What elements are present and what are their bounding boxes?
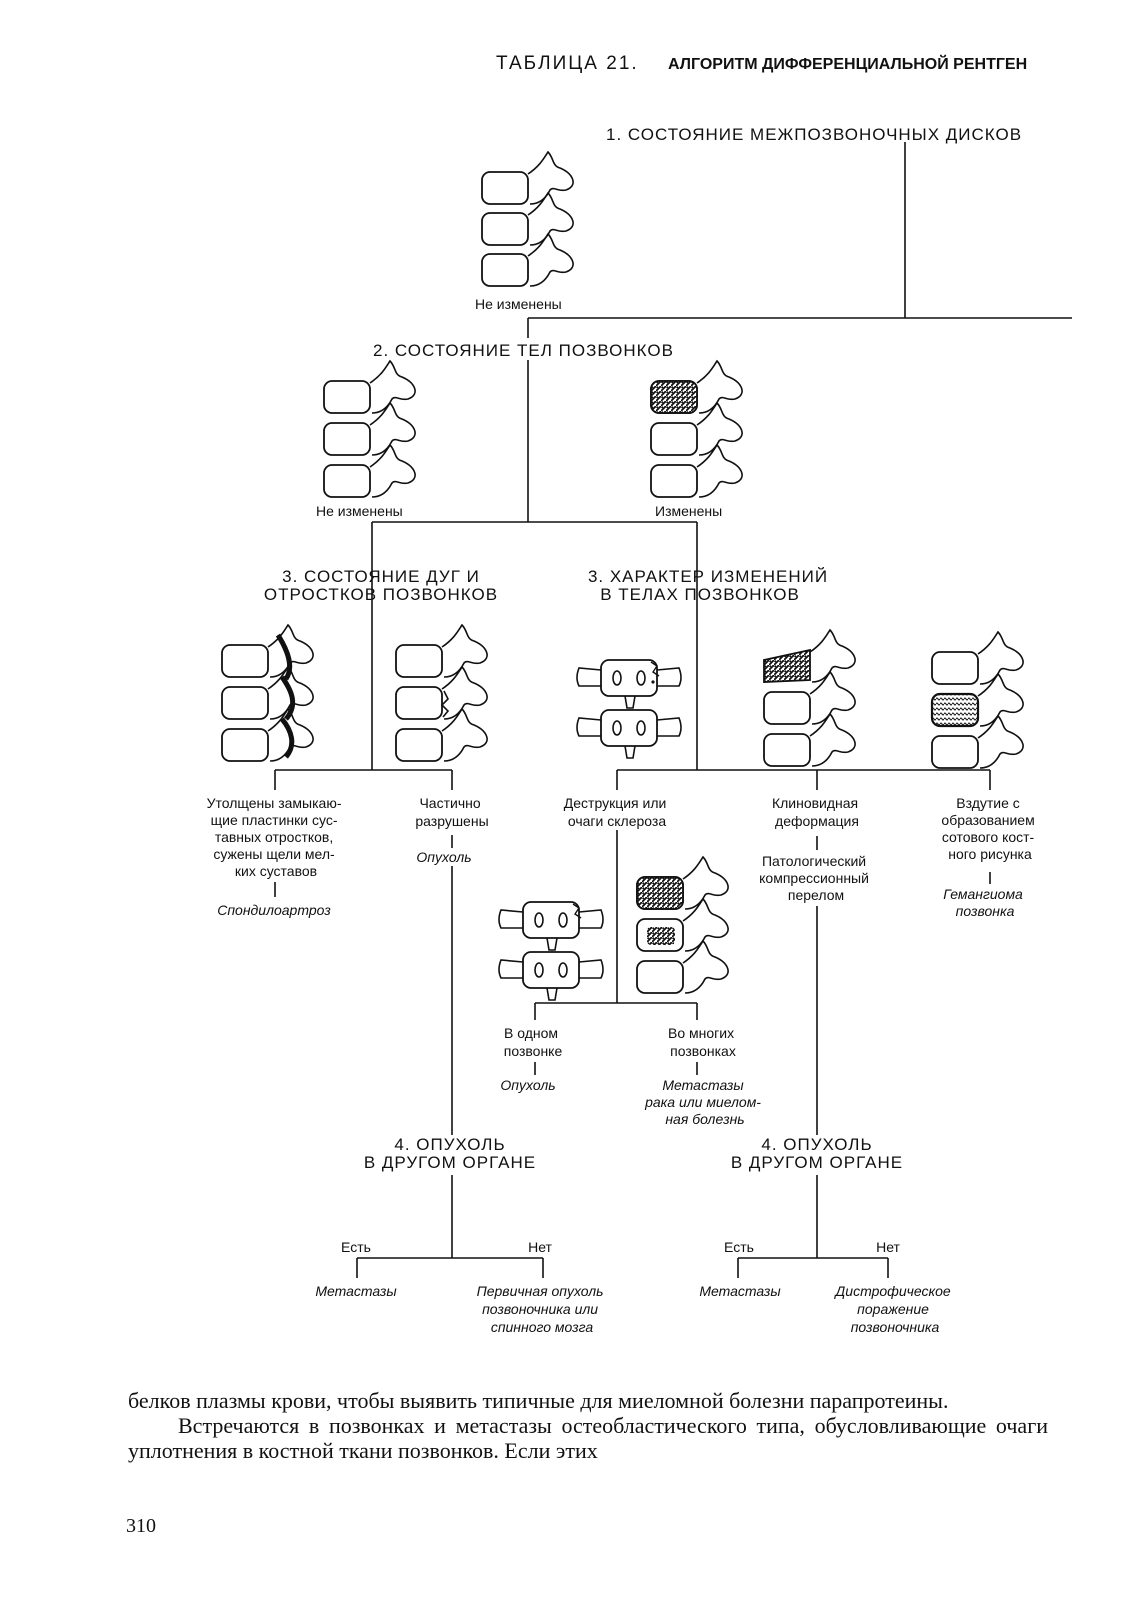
compression-fracture-text: Патологический компрессионный перелом bbox=[759, 853, 873, 903]
q3b-line2: В ТЕЛАХ ПОЗВОНКОВ bbox=[600, 585, 800, 604]
spine-bodies-changed bbox=[650, 360, 744, 498]
single-vertebra-text: В одном позвонке bbox=[504, 1025, 563, 1059]
spine-multiple-vertebrae-lesions bbox=[636, 856, 730, 994]
left-metastases-result: Метастазы bbox=[315, 1283, 397, 1299]
spine-hemangioma bbox=[930, 631, 1025, 769]
table-title: АЛГОРИТМ ДИФФЕРЕНЦИАЛЬНОЙ РЕНТГЕН bbox=[668, 54, 1027, 73]
spine-wedge-deformation bbox=[763, 628, 857, 767]
q3a-line1: 3. СОСТОЯНИЕ ДУГ И bbox=[282, 567, 480, 586]
q3b-line1: 3. ХАРАКТЕР ИЗМЕНЕНИЙ bbox=[588, 567, 828, 586]
q4-left-line1: 4. ОПУХОЛЬ bbox=[394, 1135, 505, 1154]
thickened-plates-text: Утолщены замыкаю- щие пластинки сус- тав… bbox=[207, 795, 346, 879]
page-number: 310 bbox=[126, 1515, 156, 1537]
right-metastases-result: Метастазы bbox=[699, 1283, 781, 1299]
q1-unchanged-label: Не изменены bbox=[475, 296, 562, 312]
hemangioma-result: Гемангиома позвонка bbox=[943, 886, 1026, 919]
spine-bodies-unchanged bbox=[323, 360, 417, 498]
q2-changed-label: Изменены bbox=[655, 503, 722, 519]
spine-thickened-plates bbox=[221, 624, 315, 762]
q2-unchanged-label: Не изменены bbox=[316, 503, 403, 519]
spine-partially-destroyed bbox=[395, 624, 489, 762]
swelling-text: Вздутие с образованием сотового кост- но… bbox=[941, 795, 1038, 862]
partial-tumor-result: Опухоль bbox=[416, 849, 471, 865]
q3a-line2: ОТРОСТКОВ ПОЗВОНКОВ bbox=[264, 585, 498, 604]
spine-destruction-front bbox=[576, 659, 682, 759]
q2-label: 2. СОСТОЯНИЕ ТЕЛ ПОЗВОНКОВ bbox=[373, 341, 674, 360]
node-labels: 1. СОСТОЯНИЕ МЕЖПОЗВОНОЧНЫХ ДИСКОВ Не из… bbox=[207, 125, 1038, 1335]
destruction-text: Деструкция или очаги склероза bbox=[564, 795, 670, 829]
spine-normal-top bbox=[481, 151, 575, 287]
primary-tumor-result: Первичная опухоль позвоночника или спинн… bbox=[477, 1283, 608, 1335]
multiple-vertebrae-text: Во многих позвонках bbox=[668, 1025, 738, 1059]
right-yes-label: Есть bbox=[724, 1239, 754, 1255]
q4-right-line2: В ДРУГОМ ОРГАНЕ bbox=[731, 1153, 903, 1172]
algorithm-diagram: ТАБЛИЦА 21. АЛГОРИТМ ДИФФЕРЕНЦИАЛЬНОЙ РЕ… bbox=[207, 53, 1072, 1335]
dystrophic-lesion-result: Дистрофическое поражение позвоночника bbox=[833, 1283, 954, 1335]
single-tumor-result: Опухоль bbox=[500, 1077, 555, 1093]
spondyloarthrosis-result: Спондилоартроз bbox=[217, 902, 331, 918]
partially-destroyed-text: Частично разрушены bbox=[415, 795, 488, 829]
flow-edges bbox=[274, 142, 1072, 1278]
body-paragraph-1: белков плазмы крови, чтобы выявить типич… bbox=[128, 1388, 949, 1413]
left-yes-label: Есть bbox=[341, 1239, 371, 1255]
wedge-deformation-text: Клиновидная деформация bbox=[772, 795, 862, 829]
metastases-myeloma-result: Метастазы рака или миелом- ная болезнь bbox=[644, 1077, 765, 1127]
right-no-label: Нет bbox=[876, 1239, 900, 1255]
table-number: ТАБЛИЦА 21. bbox=[496, 53, 639, 74]
spine-single-vertebra-lesion bbox=[498, 901, 604, 1001]
body-text: белков плазмы крови, чтобы выявить типич… bbox=[128, 1388, 1048, 1463]
left-no-label: Нет bbox=[528, 1239, 552, 1255]
q4-left-line2: В ДРУГОМ ОРГАНЕ bbox=[364, 1153, 536, 1172]
q4-right-line1: 4. ОПУХОЛЬ bbox=[761, 1135, 872, 1154]
q1-label: 1. СОСТОЯНИЕ МЕЖПОЗВОНОЧНЫХ ДИСКОВ bbox=[606, 125, 1022, 144]
body-paragraph-2: Встречаются в позвонках и метастазы осте… bbox=[128, 1413, 1048, 1463]
